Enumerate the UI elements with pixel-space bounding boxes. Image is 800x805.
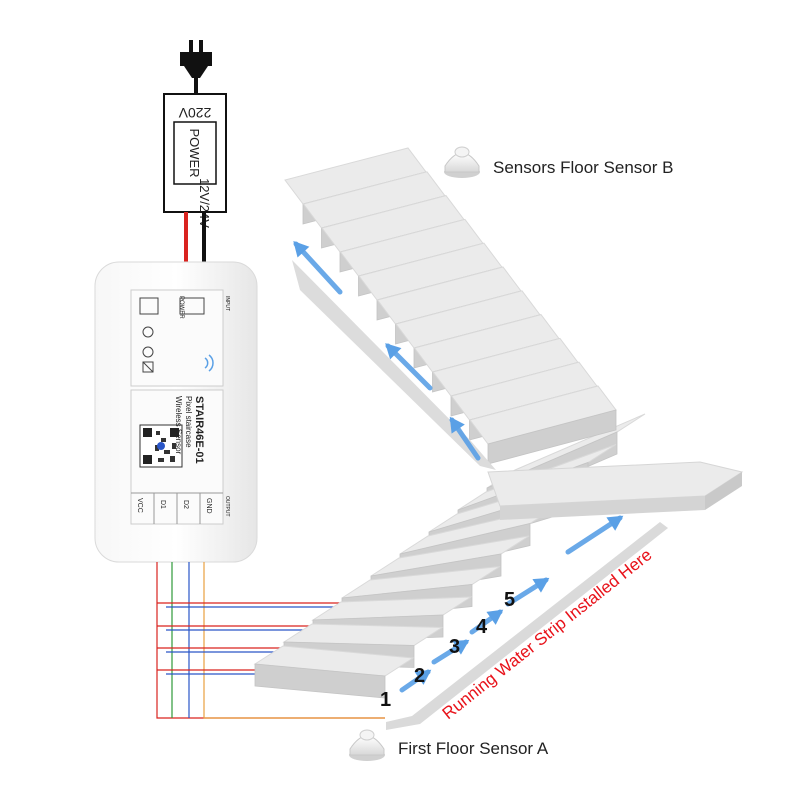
controller-output-label: OUTPUT — [224, 496, 230, 517]
output-wire-harness — [156, 562, 385, 719]
controller-line1: Pixel staircase — [184, 396, 193, 448]
light-arrow-1 — [399, 669, 432, 693]
controller-pin-gnd: GND — [205, 498, 212, 514]
step-number-4: 4 — [476, 616, 488, 638]
power-supply-title: POWER — [187, 128, 202, 177]
power-supply-output-voltage: 12V/24V — [197, 178, 212, 228]
step-number-5: 5 — [504, 589, 515, 611]
upper-stair-flight — [284, 147, 617, 465]
upper-step-1 — [469, 385, 617, 465]
stair-landing — [487, 461, 744, 520]
light-arrow-2 — [431, 639, 470, 665]
upper-flight-underside — [292, 260, 496, 470]
sensor-a-label: First Floor Sensor A — [398, 739, 549, 758]
light-arrow-8 — [293, 241, 343, 295]
controller-pin-d1: D1 — [159, 500, 166, 509]
power-supply — [163, 93, 227, 213]
controller-power-label: POWER — [178, 296, 184, 319]
step-number-3: 3 — [449, 636, 460, 658]
light-arrow-7 — [385, 343, 433, 391]
power-supply-input-voltage: 220V — [178, 105, 211, 121]
certification-icons — [139, 297, 205, 373]
controller-model: STAIR46E-01 — [193, 396, 205, 464]
step-number-1: 1 — [380, 689, 391, 711]
controller-input-label: INPUT — [224, 296, 230, 311]
lower-step-1 — [253, 645, 415, 699]
controller-body — [94, 261, 258, 563]
lower-flight-underside — [386, 522, 668, 730]
qr-code — [139, 424, 183, 468]
light-arrow-5 — [565, 515, 624, 555]
controller-line2: Wireless Sensor — [174, 396, 183, 455]
light-arrow-6 — [449, 416, 481, 461]
controller-pin-vcc: VCC — [136, 498, 143, 513]
light-arrow-4 — [505, 577, 550, 607]
sensor-b-label: Sensors Floor Sensor B — [493, 158, 674, 177]
step-number-2: 2 — [414, 665, 425, 687]
sensor-b-icon — [444, 146, 480, 178]
sensor-a-icon — [349, 729, 385, 761]
light-arrows — [293, 241, 624, 693]
wireless-icon — [204, 354, 214, 372]
controller-pin-d2: D2 — [182, 500, 189, 509]
power-plug-icon — [180, 40, 212, 96]
light-arrow-3 — [469, 609, 504, 635]
